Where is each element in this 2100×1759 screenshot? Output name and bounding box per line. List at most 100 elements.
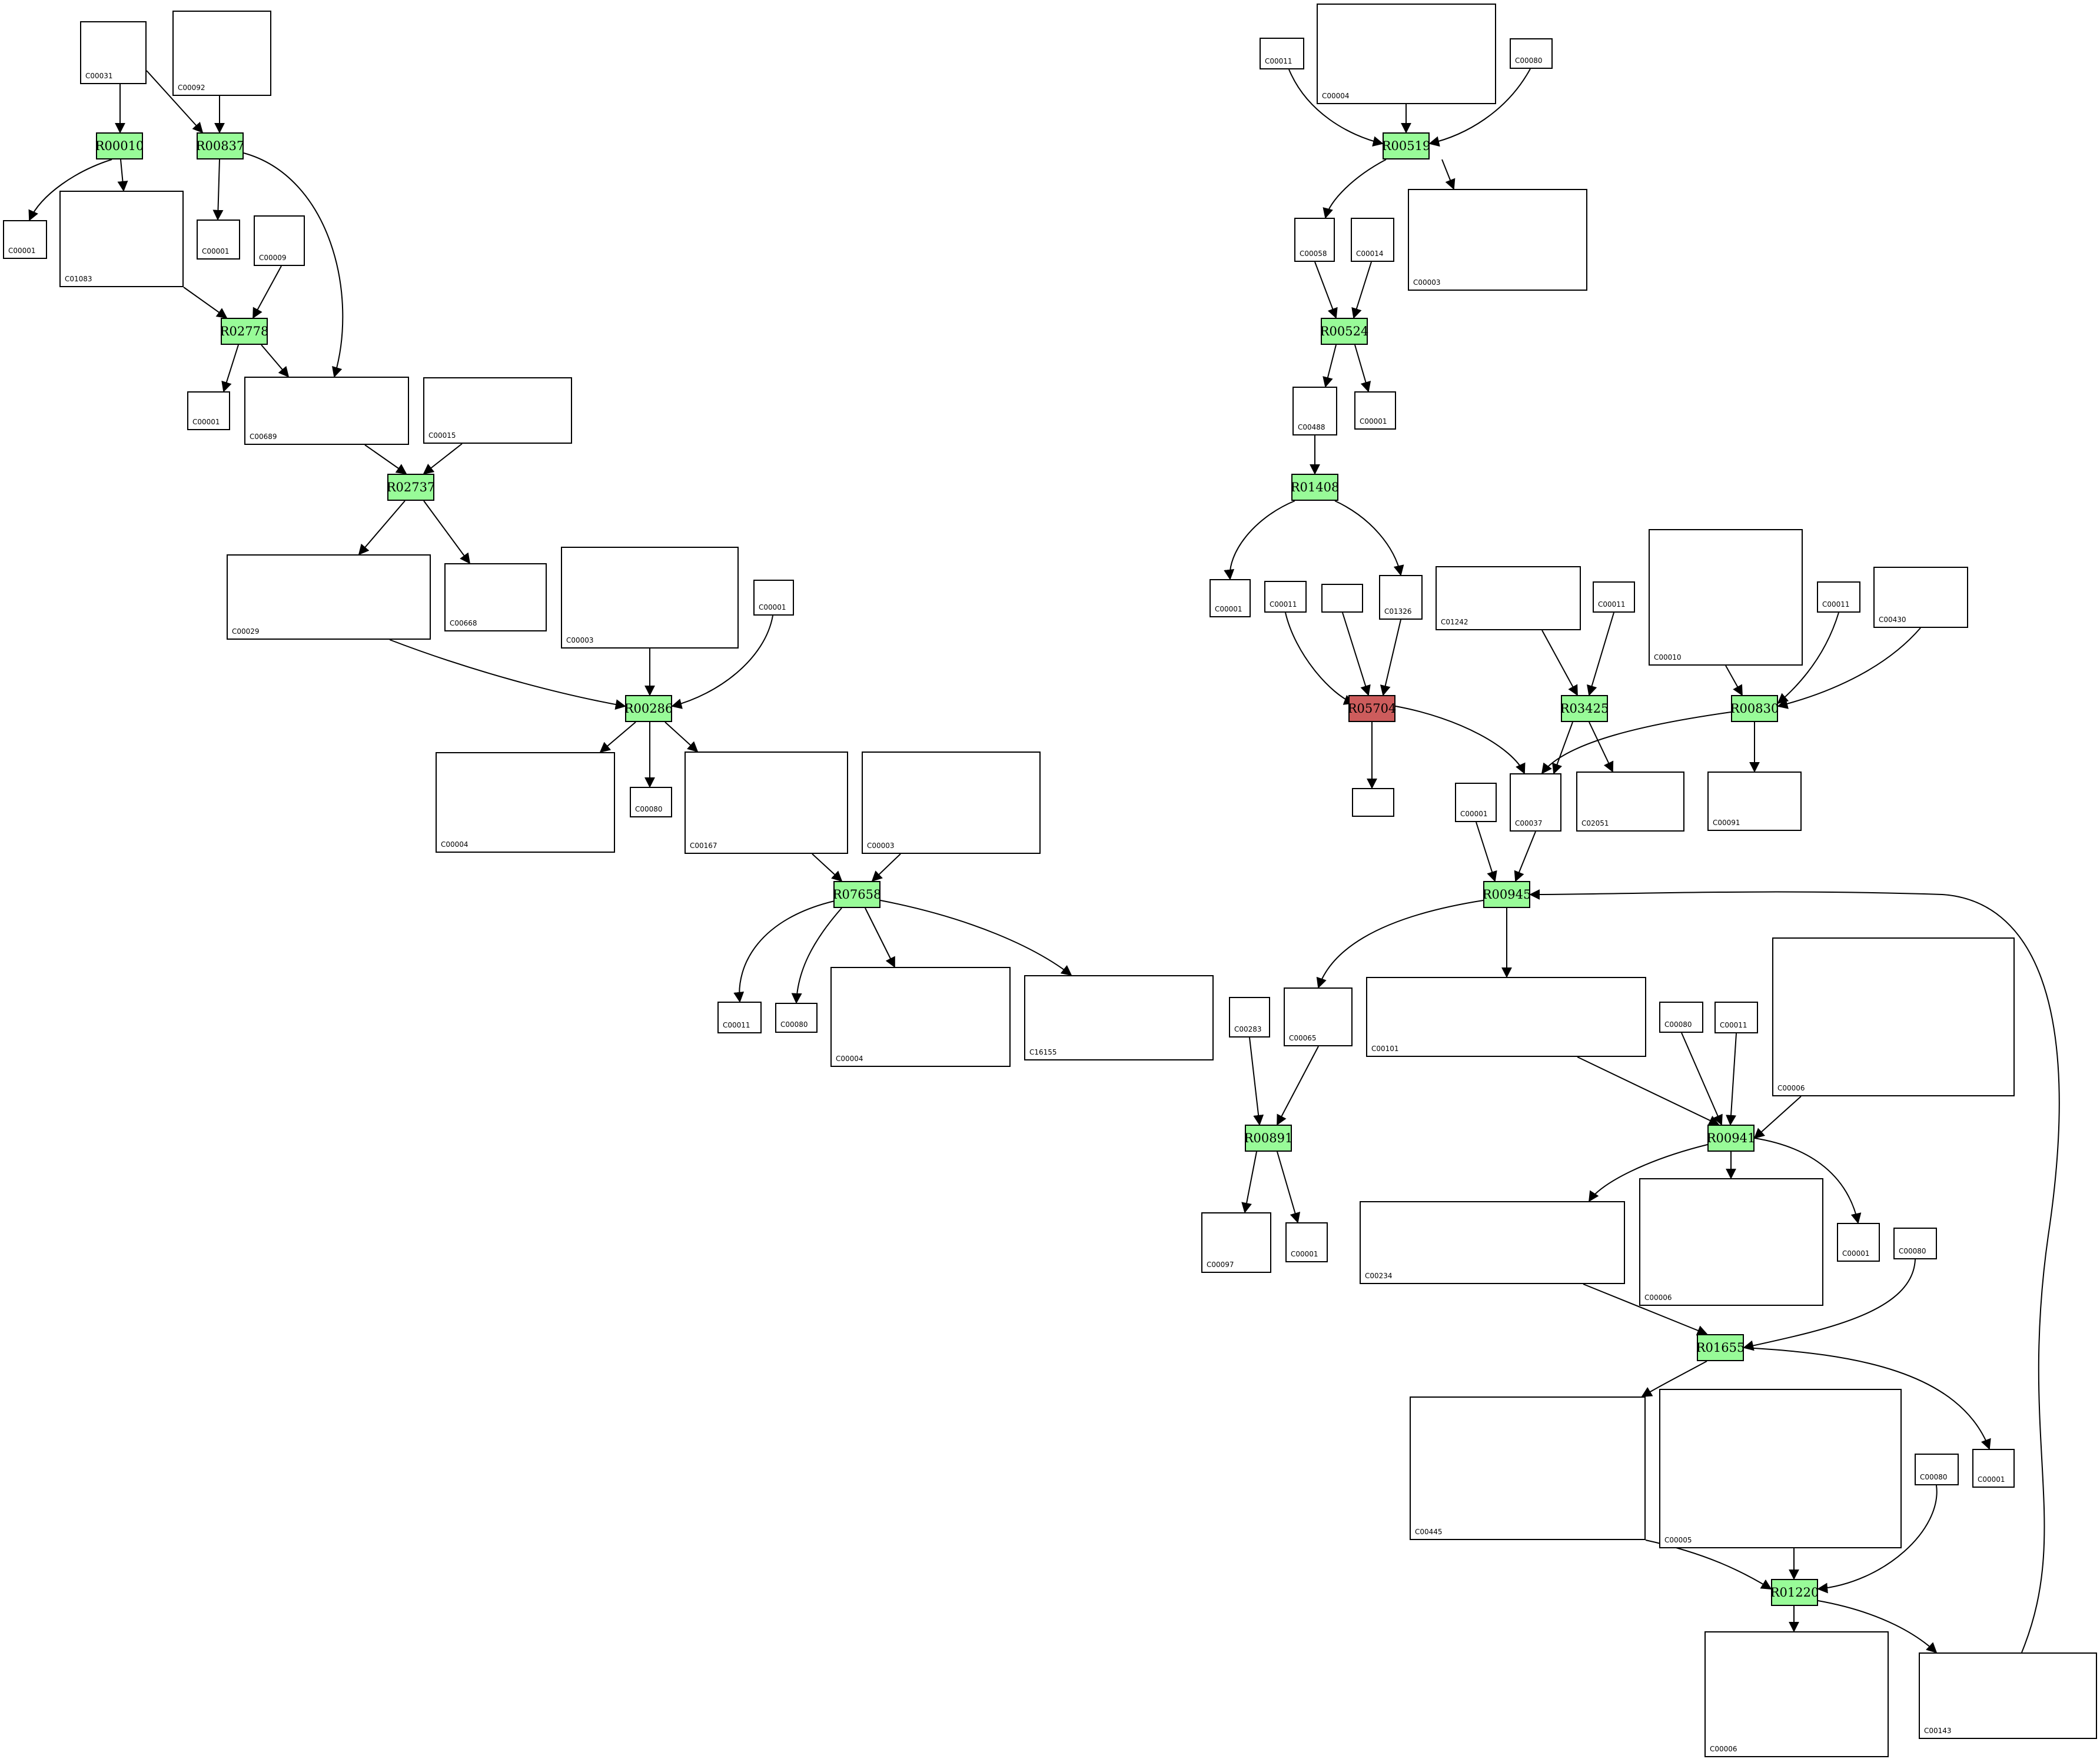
compound-C00101[interactable]: C00101 [1366,977,1646,1057]
reaction-R00524[interactable]: R00524 [1320,318,1368,345]
compound-C00005[interactable]: C00005 [1659,1389,1902,1548]
reaction-R00286[interactable]: R00286 [624,695,673,722]
reaction-edge [183,287,228,319]
compound-C00058[interactable]: C00058 [1294,218,1335,262]
compound-C01083[interactable]: C01083 [59,191,184,287]
compound-C00011[interactable]: C00011 [717,1002,762,1033]
reaction-R05704[interactable]: R05704 [1348,695,1396,722]
reaction-R01655[interactable]: R01655 [1696,1334,1745,1361]
compound-C02051[interactable]: C02051 [1576,772,1684,832]
compound-C00167[interactable]: C00167 [685,752,848,854]
reaction-R00010[interactable]: R00010 [95,132,144,159]
compound-C00668[interactable]: C00668 [444,563,547,631]
compound-C00011[interactable]: C00011 [1593,581,1635,613]
compound-C00006[interactable]: C00006 [1639,1178,1823,1306]
compound-C00009[interactable]: C00009 [254,215,305,266]
reaction-edge [1380,619,1401,696]
compound-C00080[interactable]: C00080 [630,787,672,817]
compound-C00010[interactable]: C00010 [1649,529,1803,666]
compound-C00015[interactable]: C00015 [423,377,572,444]
compound-C00006[interactable]: C00006 [1772,937,2015,1096]
compound-C00001[interactable]: C00001 [3,220,47,259]
reaction-edge [1589,1144,1708,1202]
reaction-edge [733,900,838,1003]
compound-C00003[interactable]: C00003 [561,547,739,649]
reaction-R03425[interactable]: R03425 [1560,695,1609,722]
reaction-R00519[interactable]: R00519 [1382,132,1430,159]
compound-C01326[interactable]: C01326 [1379,575,1423,620]
reaction-edge [221,344,239,393]
compound-C00445[interactable]: C00445 [1410,1396,1646,1540]
compound-C00097[interactable]: C00097 [1201,1212,1271,1273]
compound-C00001[interactable]: C00001 [1285,1222,1328,1262]
reaction-edge [1441,159,1456,190]
compound-C00001[interactable]: C00001 [1210,579,1251,617]
compound-C00065[interactable]: C00065 [1284,987,1353,1046]
reaction-edge [1277,1151,1301,1223]
reaction-edge [1224,500,1295,580]
compound-C00006[interactable]: C00006 [1704,1631,1889,1757]
reaction-R00941[interactable]: R00941 [1707,1125,1755,1152]
compound-C00080[interactable]: C00080 [1510,38,1553,69]
reaction-edge [1726,1033,1737,1126]
compound-C00011[interactable]: C00011 [1260,38,1304,69]
compound-C00011[interactable]: C00011 [1714,1002,1758,1033]
reaction-R00837[interactable]: R00837 [196,132,244,159]
compound-C00031[interactable]: C00031 [80,21,147,84]
compound-C00080[interactable]: C00080 [1893,1228,1937,1259]
compound-C00001[interactable]: C00001 [753,580,794,616]
reaction-R00945[interactable]: R00945 [1483,881,1531,908]
compound-C00001[interactable]: C00001 [187,391,230,430]
compound-C00004[interactable]: C00004 [830,967,1011,1067]
compound-C00080[interactable]: C00080 [775,1003,818,1033]
reaction-R00830[interactable]: R00830 [1730,695,1779,722]
compound-C00001[interactable]: C00001 [197,220,240,260]
compound-C00003[interactable]: C00003 [862,752,1041,854]
compound-C00080[interactable]: C00080 [1915,1454,1959,1485]
reaction-edge [1277,1046,1319,1126]
reaction-R01408[interactable]: R01408 [1291,474,1339,501]
compound-C00143[interactable]: C00143 [1919,1652,2097,1739]
reaction-R07658[interactable]: R07658 [833,881,881,908]
compound-C00014[interactable]: C00014 [1351,218,1394,262]
compound-C00004[interactable]: C00004 [1317,4,1496,104]
compound-C00689[interactable]: C00689 [244,377,409,445]
reaction-edge [146,70,204,134]
reaction-edge [1395,706,1526,774]
compound-C00080[interactable]: C00080 [1659,1002,1703,1033]
compound-C00011[interactable]: C00011 [1264,581,1307,613]
compound-C00004[interactable]: C00004 [436,752,615,853]
reaction-edge [1753,1096,1802,1139]
compound-C00011[interactable]: C00011 [1817,581,1860,613]
reaction-R02737[interactable]: R02737 [387,474,435,501]
compound-C00091[interactable]: C00091 [1707,772,1802,831]
reaction-edge [1354,344,1371,393]
compound-C00234[interactable]: C00234 [1360,1201,1625,1284]
compound-blank-1[interactable] [1321,584,1363,613]
compound-C00037[interactable]: C00037 [1510,773,1561,832]
reaction-edge [1681,1032,1723,1126]
reaction-R02778[interactable]: R02778 [220,318,268,345]
reaction-edge [1577,1056,1720,1126]
compound-C00001[interactable]: C00001 [1837,1223,1880,1262]
compound-C00488[interactable]: C00488 [1292,387,1337,435]
reaction-R01220[interactable]: R01220 [1770,1579,1819,1606]
reaction-edge [1323,344,1337,388]
compound-C00001[interactable]: C00001 [1455,783,1497,822]
compound-C00283[interactable]: C00283 [1229,997,1270,1038]
compound-C00029[interactable]: C00029 [227,554,431,640]
compound-blank-2[interactable] [1352,788,1394,817]
reaction-edge [1428,68,1531,147]
reaction-edge [28,159,112,221]
compound-C00430[interactable]: C00430 [1873,567,1968,628]
reaction-R00891[interactable]: R00891 [1244,1125,1292,1152]
compound-C01242[interactable]: C01242 [1436,566,1581,630]
compound-C00003[interactable]: C00003 [1408,189,1587,291]
compound-C00001[interactable]: C00001 [1972,1449,2015,1488]
compound-C16155[interactable]: C16155 [1024,975,1214,1060]
reaction-edge [1316,900,1484,989]
reaction-edge [1334,500,1404,576]
compound-C00092[interactable]: C00092 [172,11,271,96]
compound-C00001[interactable]: C00001 [1354,391,1396,430]
